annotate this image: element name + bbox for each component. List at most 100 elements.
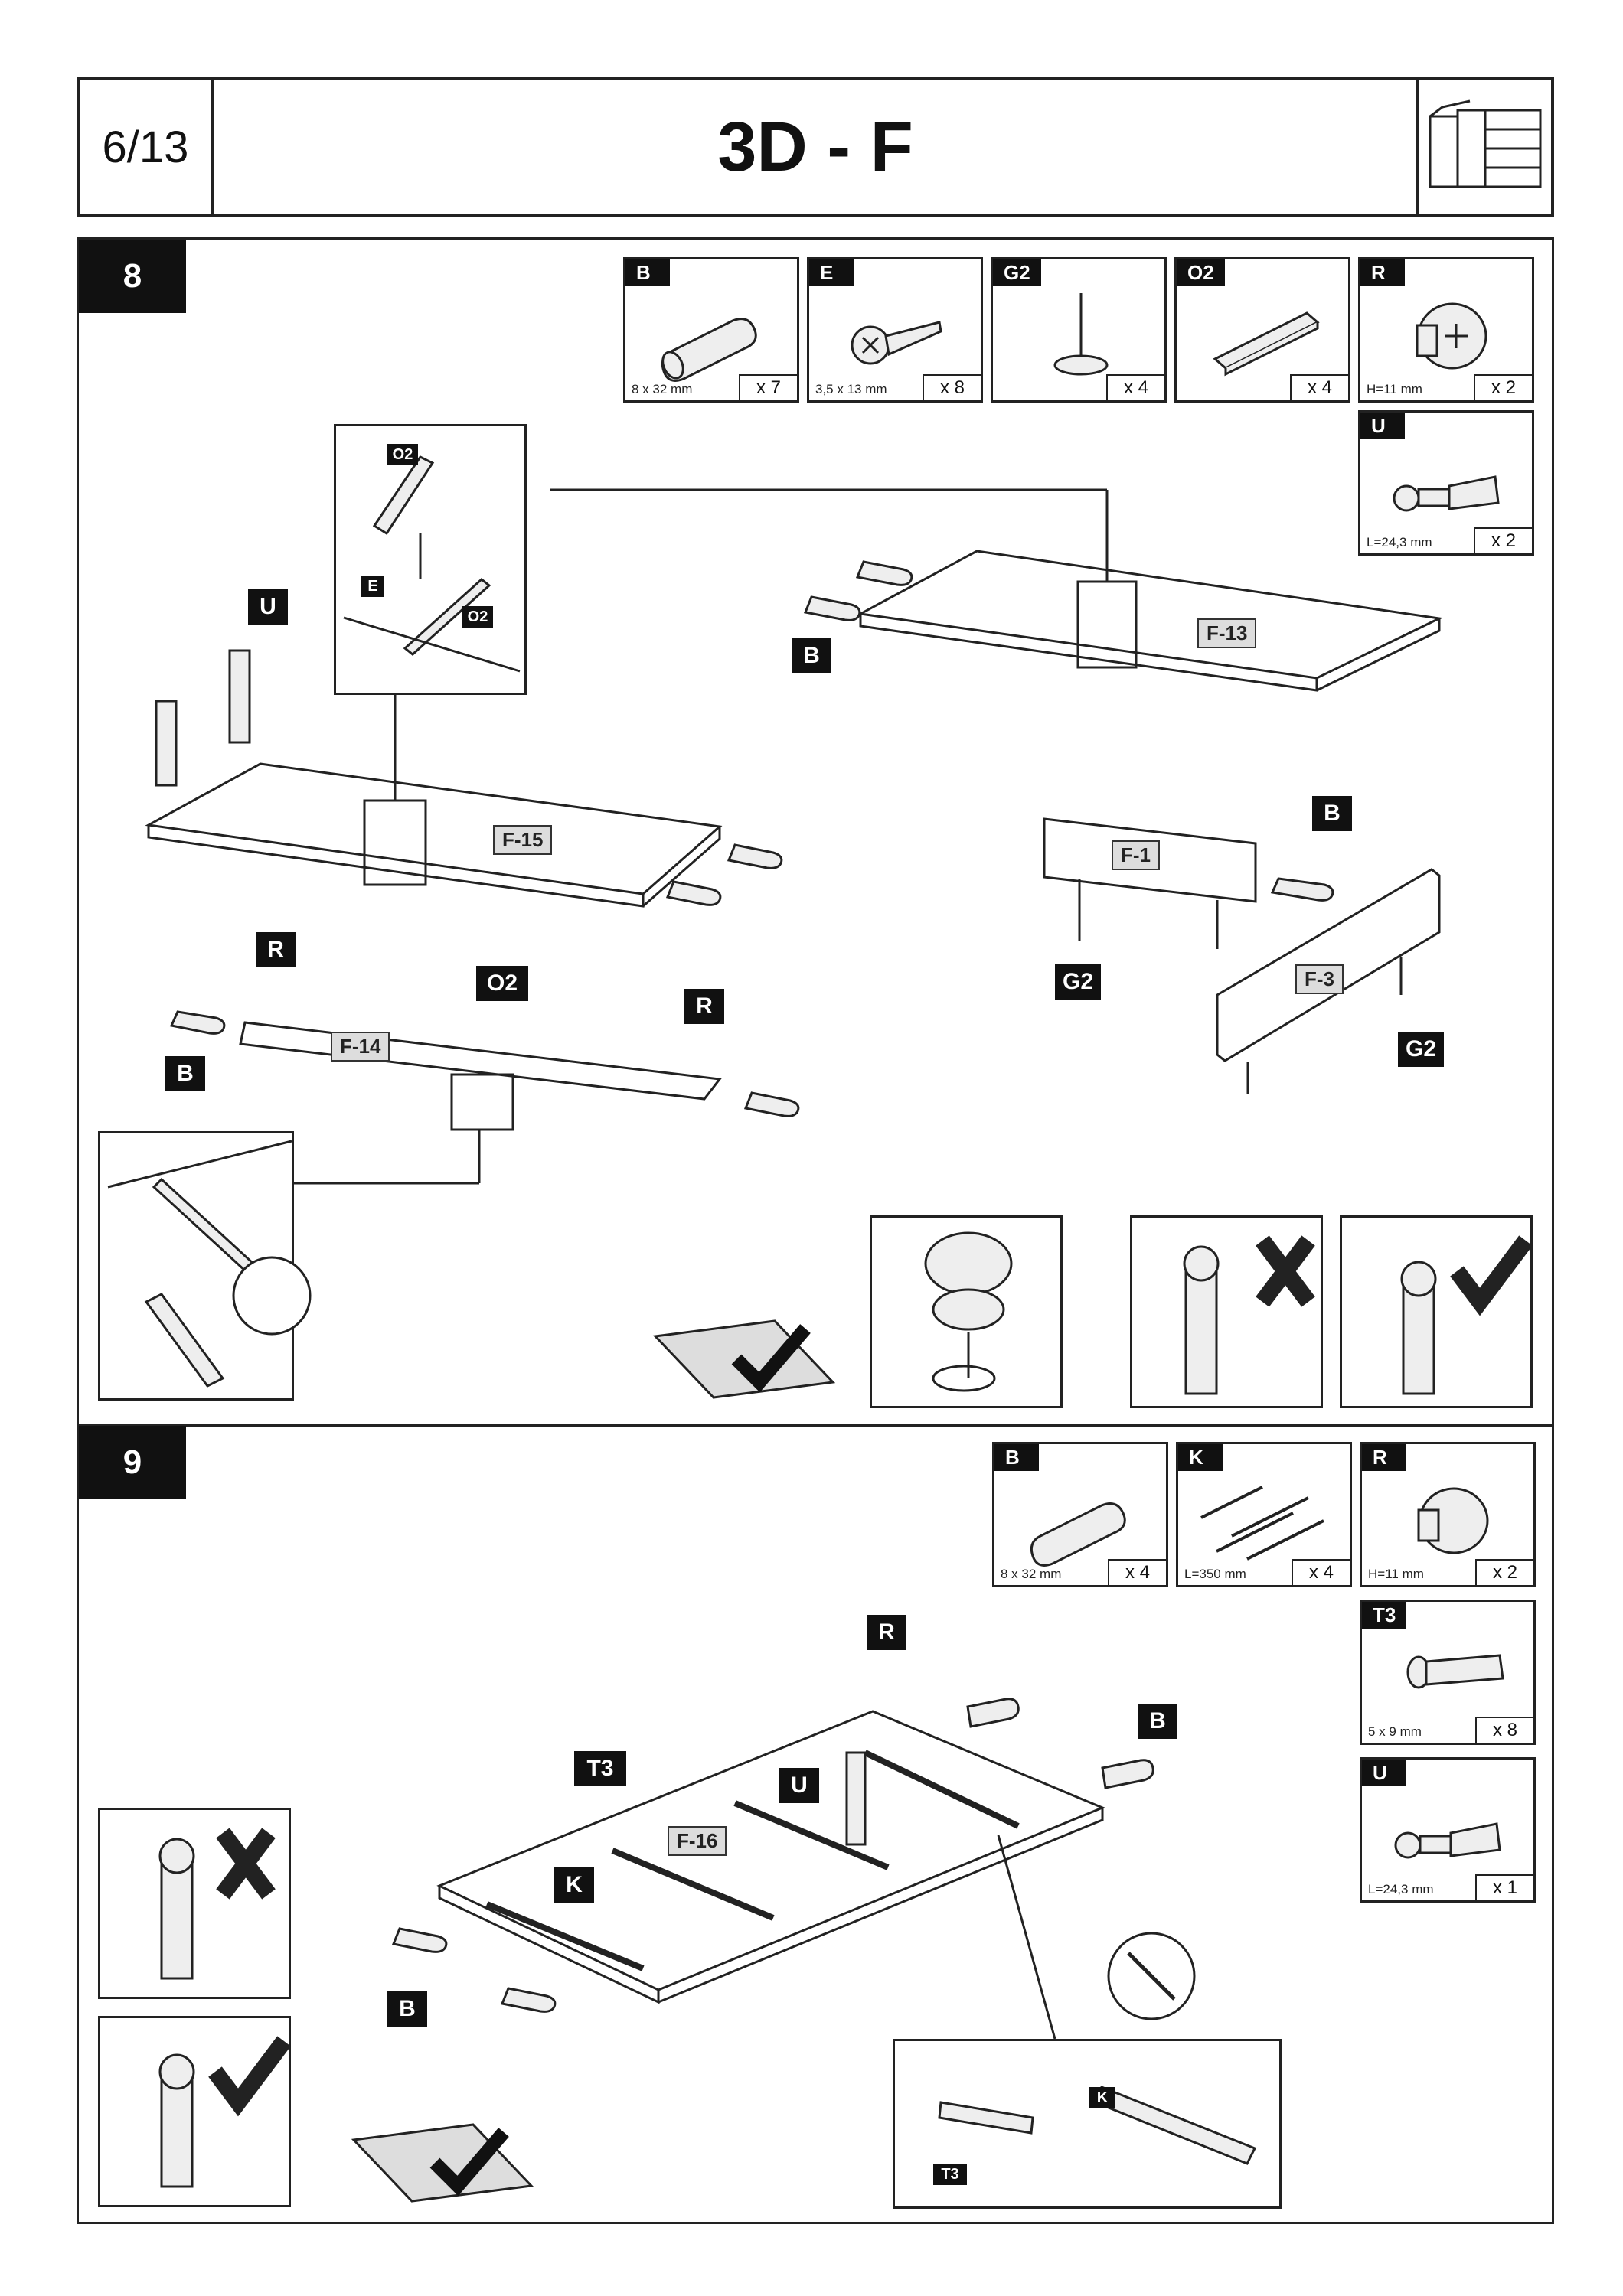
label-text: O2 bbox=[392, 445, 413, 463]
part-qty: x 2 bbox=[1474, 527, 1532, 553]
part-qty: x 1 bbox=[1475, 1874, 1533, 1900]
label-text: B bbox=[177, 1061, 194, 1086]
cross-icon bbox=[1183, 1235, 1315, 1395]
part-qty: x 8 bbox=[923, 374, 981, 400]
part-card-u: U L=24,3 mm x 2 bbox=[1358, 410, 1534, 556]
part-code: R bbox=[1360, 259, 1405, 286]
label-text: T3 bbox=[941, 2165, 959, 2183]
part-spec: 3,5 x 13 mm bbox=[815, 382, 887, 396]
correct-assembly-example bbox=[1340, 1215, 1533, 1408]
label-g2: G2 bbox=[1055, 964, 1101, 1000]
dowel-icon bbox=[1030, 1502, 1126, 1567]
detail-rail-screw: K T3 bbox=[893, 2039, 1282, 2209]
step-8-number: 8 bbox=[79, 240, 186, 313]
cam-lock-icon bbox=[1417, 1487, 1489, 1554]
label-text: K bbox=[1096, 2089, 1109, 2106]
part-code: U bbox=[1362, 1760, 1406, 1786]
correct-assembly-example bbox=[98, 2016, 291, 2207]
label-g2: G2 bbox=[1398, 1032, 1444, 1067]
cross-icon bbox=[158, 1828, 276, 1980]
part-code: U bbox=[1360, 413, 1405, 439]
label-text: R bbox=[878, 1619, 895, 1645]
drawer-rail-icon bbox=[938, 2086, 1257, 2165]
label-u: U bbox=[248, 589, 288, 625]
part-code: G2 bbox=[993, 259, 1041, 286]
part-code: B bbox=[994, 1444, 1039, 1471]
label-b: B bbox=[165, 1056, 205, 1091]
checkmark-icon bbox=[351, 2123, 534, 2203]
label-text: B bbox=[1324, 801, 1341, 826]
label-text: B bbox=[803, 643, 820, 668]
label-r: R bbox=[867, 1615, 906, 1650]
label-o2: O2 bbox=[476, 966, 528, 1001]
label-r: R bbox=[684, 989, 724, 1024]
part-qty: x 4 bbox=[1292, 1559, 1350, 1585]
part-card-b: B 8 x 32 mm x 4 bbox=[992, 1442, 1168, 1587]
page-title: 3D - F bbox=[211, 77, 1419, 217]
label-text: G2 bbox=[1405, 1036, 1437, 1062]
part-spec: 5 x 9 mm bbox=[1368, 1724, 1422, 1739]
page-number-text: 6/13 bbox=[102, 122, 189, 172]
part-code: B bbox=[625, 259, 670, 286]
detail-cam-lock bbox=[870, 1215, 1063, 1408]
cam-lock-icon bbox=[1416, 302, 1487, 370]
label-text: O2 bbox=[467, 608, 488, 625]
part-spec: 8 x 32 mm bbox=[1001, 1567, 1062, 1581]
label-f13: F-13 bbox=[1197, 618, 1257, 648]
label-b: B bbox=[792, 638, 831, 673]
wardrobe-icon bbox=[1416, 77, 1554, 217]
drawer-rail-icon bbox=[1200, 1486, 1324, 1561]
label-o2: O2 bbox=[462, 606, 493, 628]
screw-icon bbox=[1406, 1654, 1504, 1689]
part-qty: x 7 bbox=[739, 374, 797, 400]
part-spec: H=11 mm bbox=[1368, 1567, 1424, 1581]
label-text: E bbox=[367, 577, 378, 595]
part-qty: x 2 bbox=[1474, 374, 1532, 400]
label-text: R bbox=[267, 937, 284, 962]
shelf-support-icon bbox=[107, 1140, 312, 1388]
part-card-g2: G2 x 4 bbox=[991, 257, 1167, 403]
part-spec: L=350 mm bbox=[1184, 1567, 1246, 1581]
part-code: T3 bbox=[1362, 1602, 1407, 1629]
part-card-u: U L=24,3 mm x 1 bbox=[1360, 1757, 1536, 1903]
label-k: K bbox=[554, 1867, 594, 1903]
label-text: B bbox=[399, 1996, 416, 2021]
cam-lock-icon bbox=[924, 1231, 1013, 1392]
part-spec: H=11 mm bbox=[1367, 382, 1422, 396]
label-r: R bbox=[256, 932, 296, 967]
part-code: E bbox=[809, 259, 854, 286]
label-text: B bbox=[1149, 1708, 1166, 1733]
label-text: G2 bbox=[1062, 969, 1094, 994]
part-qty: x 4 bbox=[1290, 374, 1348, 400]
cam-bolt-icon bbox=[1394, 1822, 1501, 1859]
checkmark-icon bbox=[1400, 1235, 1533, 1395]
cam-bolt-icon bbox=[1393, 475, 1500, 512]
part-spec: L=24,3 mm bbox=[1367, 535, 1432, 550]
part-card-o2: O2 x 4 bbox=[1174, 257, 1350, 403]
part-card-t3: T3 5 x 9 mm x 8 bbox=[1360, 1600, 1536, 1745]
label-o2: O2 bbox=[387, 444, 418, 465]
step-9-panel bbox=[77, 1424, 1554, 2224]
label-t3: T3 bbox=[933, 2164, 967, 2185]
label-u: U bbox=[779, 1768, 819, 1803]
part-card-r: R H=11 mm x 2 bbox=[1360, 1442, 1536, 1587]
screw-icon bbox=[851, 321, 942, 365]
label-f15: F-15 bbox=[493, 825, 553, 855]
part-spec: 8 x 32 mm bbox=[632, 382, 693, 396]
part-card-k: K L=350 mm x 4 bbox=[1176, 1442, 1352, 1587]
step-8-number-text: 8 bbox=[122, 257, 142, 295]
label-f3: F-3 bbox=[1295, 964, 1344, 994]
label-e: E bbox=[361, 576, 384, 597]
detail-o2-screw bbox=[98, 1131, 312, 1401]
label-text: O2 bbox=[486, 970, 518, 996]
part-qty: x 4 bbox=[1108, 1559, 1166, 1585]
label-text: U bbox=[260, 594, 276, 619]
dowel-icon bbox=[661, 318, 757, 382]
label-b: B bbox=[1312, 796, 1352, 831]
part-code: R bbox=[1362, 1444, 1406, 1471]
checkmark-icon bbox=[158, 2036, 291, 2188]
label-b: B bbox=[1138, 1704, 1177, 1739]
label-f1: F-1 bbox=[1112, 840, 1160, 870]
step-9-number: 9 bbox=[79, 1426, 186, 1499]
